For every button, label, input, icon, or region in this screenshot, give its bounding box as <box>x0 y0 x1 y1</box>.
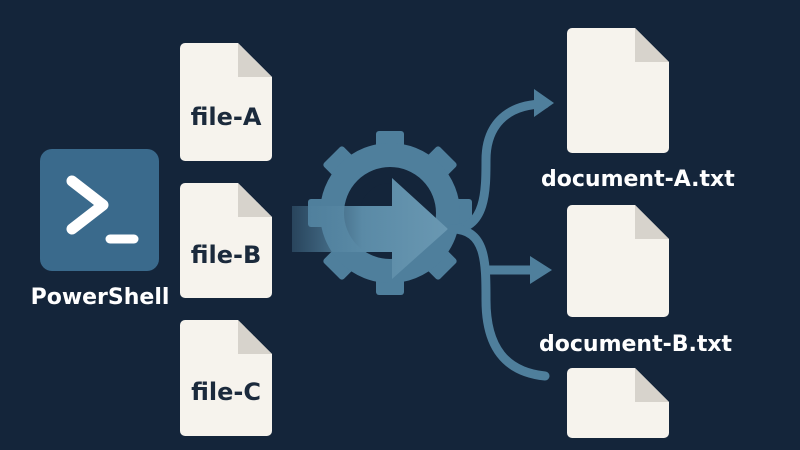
terminal-prompt-icon <box>66 175 139 244</box>
app-label: PowerShell <box>30 285 170 310</box>
branch-connector <box>447 99 550 381</box>
output-file-a <box>567 28 669 153</box>
output-file-label-b: document-B.txt <box>539 332 733 357</box>
input-file-label: file-C <box>191 378 261 406</box>
output-file-label-a: document-A.txt <box>541 167 735 192</box>
input-file-label: file-B <box>190 241 262 269</box>
branch-arrowheads <box>530 89 554 284</box>
right-arrow-icon <box>292 178 448 279</box>
input-file-label: file-A <box>190 103 262 131</box>
powershell-tile <box>40 149 159 271</box>
